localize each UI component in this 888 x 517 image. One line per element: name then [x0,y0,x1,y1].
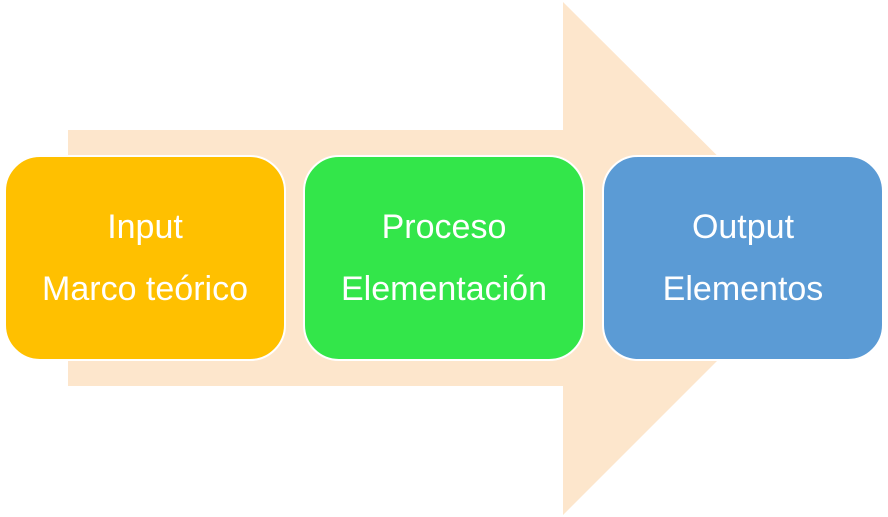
process-box: Proceso Elementación [303,155,585,361]
input-subtitle: Marco teórico [42,270,248,308]
output-subtitle: Elementos [662,270,824,308]
output-box: Output Elementos [602,155,884,361]
output-title: Output [691,208,795,246]
process-title: Proceso [381,208,507,246]
input-box: Input Marco teórico [4,155,286,361]
input-title: Input [107,208,183,246]
process-subtitle: Elementación [340,270,547,308]
